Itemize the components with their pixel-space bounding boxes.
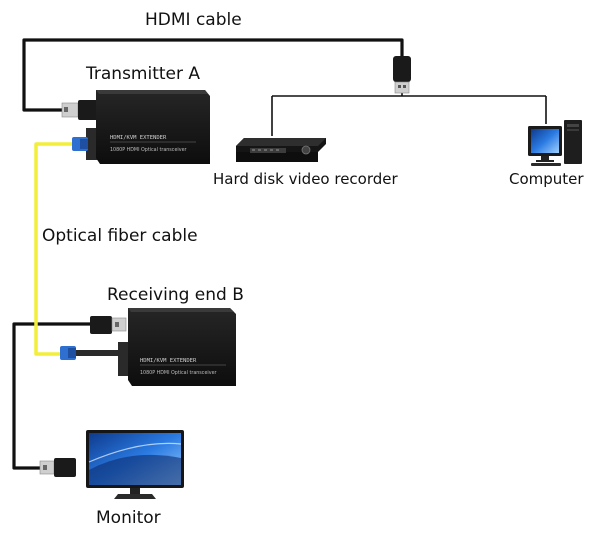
receiver-label: Receiving end B [107,285,244,305]
optical-fiber-cable [34,142,72,356]
monitor-icon [39,430,184,499]
optical-fiber-label: Optical fiber cable [42,226,198,246]
transmitter-device-text-line1: HDMI/KVM EXTENDER [110,135,167,141]
transmitter-device-icon: HDMI/KVM EXTENDER 1080P HDMI Optical tra… [61,90,210,164]
hdmi-splitter-lines [271,93,547,136]
computer-icon [528,120,582,166]
hdmi-cable-top [22,38,404,112]
computer-label: Computer [509,170,584,188]
hdmi-cable-bottom [12,322,90,470]
hard-disk-recorder-label: Hard disk video recorder [213,170,398,188]
transmitter-label: Transmitter A [86,64,201,84]
hdmi-plug-top-icon [393,56,411,94]
receiver-device-icon: HDMI/KVM EXTENDER 1080P HDMI Optical tra… [60,308,236,386]
hdmi-cable-label: HDMI cable [145,10,242,30]
monitor-label: Monitor [96,508,161,528]
receiver-device-text-line2: 1080P HDMI Optical transceiver [140,370,217,376]
hard-disk-recorder-icon [236,138,326,162]
receiver-device-text-line1: HDMI/KVM EXTENDER [140,358,197,364]
transmitter-device-text-line2: 1080P HDMI Optical transceiver [110,147,187,153]
